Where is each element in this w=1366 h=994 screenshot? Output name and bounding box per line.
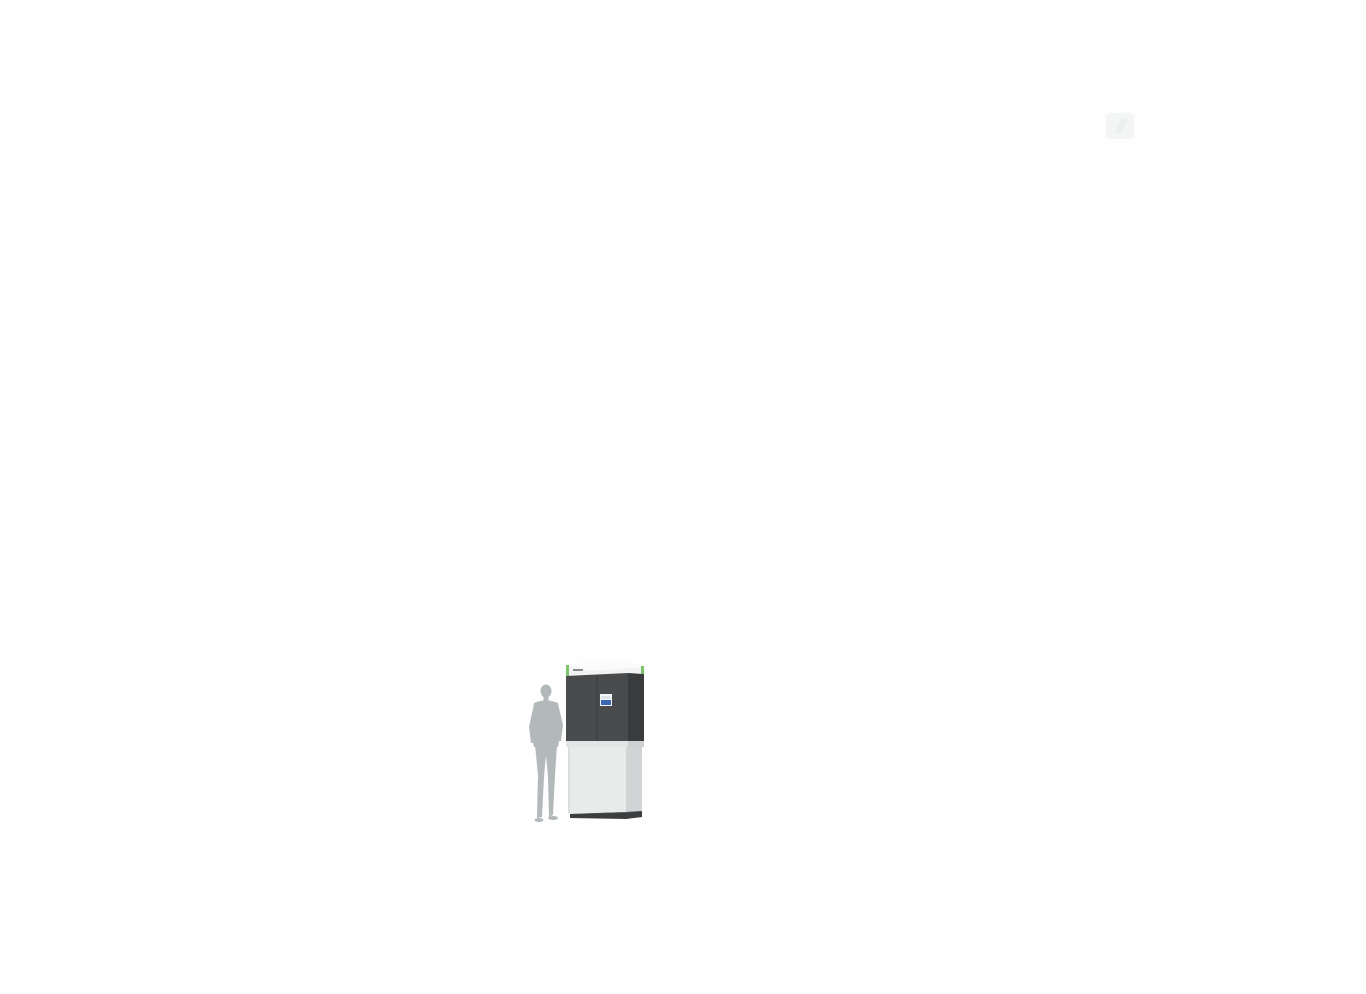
faint-logo-icon [1104,110,1138,142]
kiosk-cabinet [566,660,644,819]
person-silhouette-icon [529,684,563,822]
kiosk-scene [520,655,660,830]
